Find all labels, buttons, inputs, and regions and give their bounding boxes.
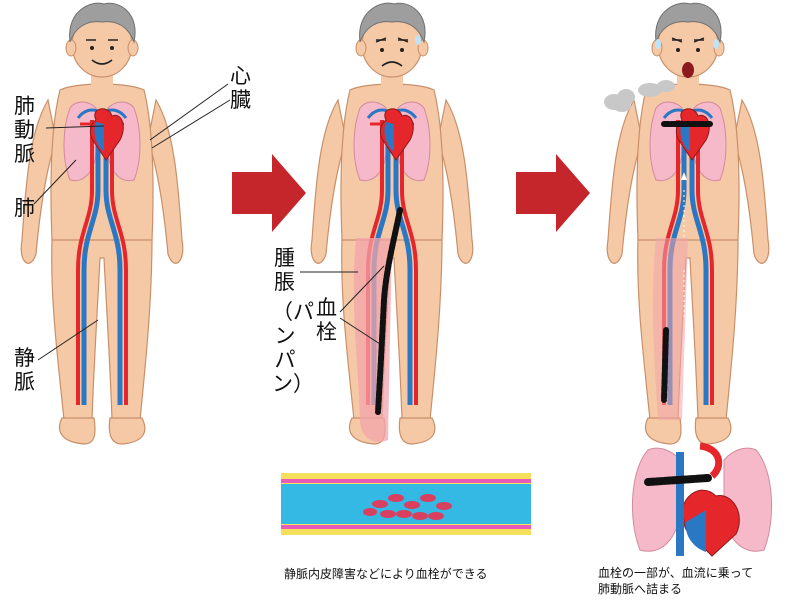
label-swelling: 腫脹 (274, 246, 295, 294)
caption-embolism-line2: 肺動脈へ詰まる (598, 582, 683, 596)
label-pulmonary-artery: 肺動脈 (14, 94, 35, 166)
vessel-cross-section (281, 473, 531, 535)
label-vein: 静脈 (14, 346, 35, 394)
figure-thrombus (311, 3, 473, 444)
figure-pulmonary-embolism (607, 3, 769, 444)
label-swelling-note: （パンパン） (272, 300, 314, 396)
residual-thrombus (661, 327, 669, 403)
progress-arrow-icon (232, 154, 306, 232)
leader-lines (33, 83, 385, 361)
heart-lungs-inset (632, 442, 772, 557)
deep-vein-thrombus (375, 207, 403, 415)
progress-arrow-icon (516, 154, 590, 232)
embolus-in-inset (644, 474, 712, 486)
caption-embolism-line1: 血栓の一部が、血流に乗って (598, 566, 754, 580)
label-heart: 心臓 (230, 64, 251, 112)
figure-normal (21, 3, 183, 444)
label-thrombus: 血栓 (316, 296, 337, 344)
label-lung: 肺 (14, 196, 35, 220)
caption-thrombus-forms: 静脈内皮障害などにより血栓ができる (284, 567, 488, 581)
breath-puff-icon (604, 80, 675, 112)
